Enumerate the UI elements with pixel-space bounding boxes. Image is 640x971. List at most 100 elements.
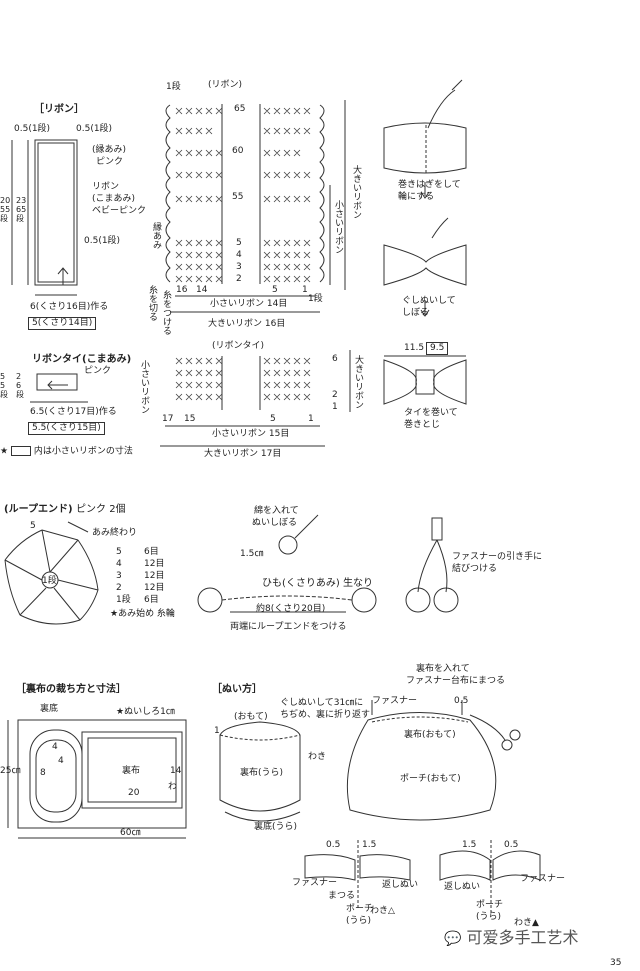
zipper-line2: 結びつける — [452, 564, 498, 574]
edging-color: ピンク — [96, 157, 124, 167]
dim-20: 20 — [128, 788, 140, 798]
tie-row-6: 6 — [332, 354, 338, 364]
step2-line2: しぼる — [402, 308, 430, 318]
lining-bottom-label: 裏底 — [40, 704, 59, 714]
string-note: 両端にループエンドをつける — [230, 622, 347, 632]
sewing-note2-a: 裏布を入れて — [416, 664, 470, 674]
count-16: 16 — [176, 285, 188, 295]
side-large: 大きいリボン — [351, 165, 361, 219]
ribbon-outline — [34, 139, 78, 286]
ribbon-chart-edge-right — [319, 104, 325, 283]
stuff-line2: ぬいしぼる — [252, 518, 298, 528]
small-ribbon-count: 小さいリボン 14目 — [210, 299, 288, 309]
edge-label: 縁あみ — [151, 222, 161, 249]
detail-pouch-l1: ポーチ — [346, 904, 374, 914]
pinched-ribbon-drawing — [383, 244, 467, 286]
dim-8: 8 — [40, 768, 46, 778]
lining-width: 60㎝ — [120, 828, 141, 838]
detail-matsuru: まつる — [328, 891, 356, 901]
sewing-one: 1 — [214, 726, 220, 736]
detail-waki-l: わき△ — [370, 906, 395, 916]
ribbon-label-05-left: 0.5(1段) — [14, 124, 51, 134]
tie-count-1: 1 — [308, 414, 314, 424]
row-60: 60 — [232, 146, 244, 156]
tie-side-large: 大きいリボン — [353, 355, 363, 409]
row-65: 65 — [234, 104, 246, 114]
step1-line2: 輪にする — [398, 192, 435, 202]
sewing-omote: (おもて) — [234, 712, 268, 722]
sewing-zipper: ファスナー — [372, 696, 418, 706]
lining-body-piece — [81, 731, 183, 809]
ball-dim: 1.5㎝ — [240, 549, 264, 559]
detail-d05: 0.5 — [326, 840, 341, 850]
string-chain — [221, 595, 353, 601]
ribbon-sub: (こまあみ) — [92, 194, 136, 204]
detail-pouch-r2: (うら) — [476, 912, 502, 922]
tie-count-15: 15 — [184, 414, 196, 424]
detail-pouch-l2: (うら) — [346, 916, 372, 926]
ribbon-chart-first-row: 1段 — [166, 82, 181, 92]
tie-small-count: 小さいリボン 15目 — [212, 429, 290, 439]
row-3: 3 — [236, 262, 242, 272]
pouch-omote-label: ポーチ(おもて) — [400, 774, 461, 784]
sewing-title: ［ぬい方］ — [212, 684, 262, 695]
sewing-d05: 0.5 — [454, 696, 469, 706]
lining-label: 裏布 — [122, 766, 141, 776]
attach-label: 糸をつける — [161, 290, 171, 335]
ribbon-bottom-05: 0.5(1段) — [84, 236, 121, 246]
detail-d15a: 1.5 — [362, 840, 377, 850]
sewing-note1-a: ぐしぬいして31㎝に — [280, 698, 364, 708]
loop-star-row: 5 — [30, 521, 36, 531]
loop-start: ★あみ始め 糸輪 — [110, 609, 175, 619]
dim-4b: 4 — [58, 756, 64, 766]
loop-end-title: (ループエンド) ピンク 2個 — [4, 504, 126, 515]
stuff-line1: 綿を入れて — [254, 506, 299, 516]
bow-right — [433, 359, 467, 405]
row-2: 2 — [236, 274, 242, 284]
sewing-waki: わき — [308, 752, 327, 762]
detail-return-l: 返しぬい — [382, 880, 419, 890]
ribbon-color: ベビーピンク — [92, 206, 147, 216]
ribbon-chart-stitches — [175, 107, 311, 283]
tie-color: ピンク — [84, 366, 112, 376]
detail-waki-r: わき▲ — [514, 918, 539, 928]
lining-title: ［裏布の裁ち方と寸法］ — [16, 684, 126, 695]
zipper-pull — [431, 517, 443, 541]
ribbon-label: リボン — [92, 182, 120, 192]
tie-row-2: 2 — [332, 390, 338, 400]
bow-left — [383, 359, 417, 405]
pouch-omote-drawing — [346, 712, 497, 821]
detail-right — [439, 850, 491, 881]
page-number: 35 — [610, 958, 622, 968]
bow-dim-2: 9.5 — [426, 342, 449, 355]
step3-line2: 巻きとじ — [404, 420, 441, 430]
side-small: 小さいリボン — [333, 200, 343, 254]
chat-bubble-icon: 💬 — [444, 931, 462, 947]
tie-chart-title: (リボンタイ) — [212, 341, 265, 351]
tie-note: ★ 内は小さいリボンの寸法 — [0, 446, 133, 457]
ribbon-width-boxed: 5(くさり14目) — [28, 317, 97, 330]
tie-width-boxed: 5.5(くさり15目) — [28, 422, 105, 435]
tie-count-5: 5 — [270, 414, 276, 424]
right-row: 1段 — [308, 294, 323, 304]
lining-ura-label: 裏布(うら) — [240, 768, 284, 778]
watermark: 💬 可爱多手工艺术 — [444, 928, 579, 947]
ribbon-title: ［リボン］ — [34, 104, 84, 115]
tie-chart-stitches — [175, 357, 311, 401]
detail-return-r: 返しぬい — [444, 882, 481, 892]
sewing-note1-b: ちぢめ、裏に折り返す — [280, 710, 371, 720]
tie-row-1: 1 — [332, 402, 338, 412]
dim-4a: 4 — [52, 742, 58, 752]
detail-pouch-r1: ポーチ — [476, 900, 504, 910]
ribbon-chart-title: (リボン) — [208, 80, 243, 90]
detail-zipper-l: ファスナー — [292, 878, 338, 888]
ribbon-label-05-right: 0.5(1段) — [76, 124, 113, 134]
stuffed-ball — [278, 535, 298, 555]
string-length: 約8(くさり20目) — [256, 604, 326, 614]
row-55: 55 — [232, 192, 244, 202]
lining-ura-drawing — [219, 721, 301, 812]
